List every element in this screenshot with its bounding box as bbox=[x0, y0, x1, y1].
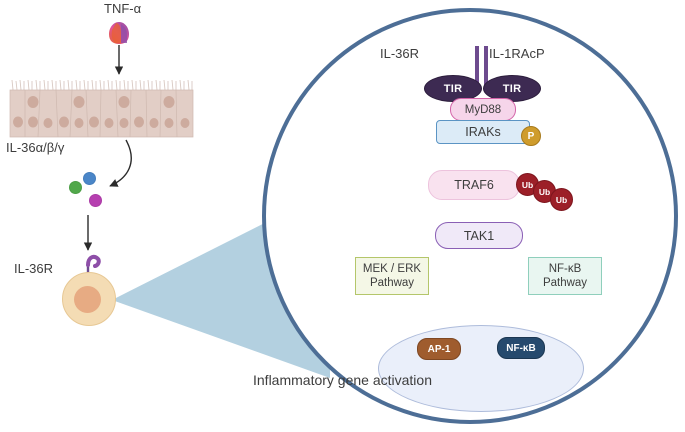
il-1racp-label: IL-1RAcP bbox=[489, 46, 545, 61]
tak1-node: TAK1 bbox=[435, 222, 523, 249]
il-36r-label: IL-36R bbox=[380, 46, 420, 61]
il-36-alpha-icon bbox=[83, 172, 96, 185]
receptor-stalk-right bbox=[484, 46, 488, 88]
target-cell-nucleus bbox=[74, 286, 101, 313]
ap-1-transcription-factor: AP-1 bbox=[417, 338, 461, 360]
mek-erk-pathway-box: MEK / ERK Pathway bbox=[355, 257, 429, 295]
phosphate-icon: P bbox=[521, 126, 541, 146]
nf-kb-line2: Pathway bbox=[542, 277, 588, 289]
ubiquitin-icon-3: Ub bbox=[550, 188, 573, 211]
mek-erk-line1: MEK / ERK bbox=[362, 262, 422, 275]
il-36-gamma-icon bbox=[89, 194, 102, 207]
il-36-cytokines-label: IL-36α/β/γ bbox=[6, 140, 65, 155]
inflammatory-gene-activation-caption: Inflammatory gene activation bbox=[253, 372, 432, 388]
left-column-arrows bbox=[83, 45, 132, 251]
cell-nucleus bbox=[378, 325, 584, 412]
il-36-beta-icon bbox=[69, 181, 82, 194]
nf-kb-line1: NF-κB bbox=[548, 262, 582, 275]
tir-domain-right: TIR bbox=[483, 75, 541, 102]
target-cell-receptor-label: IL-36R bbox=[14, 261, 54, 276]
nf-kb-transcription-factor: NF-κB bbox=[497, 337, 545, 359]
epithelium-layer bbox=[9, 79, 194, 138]
traf6-node: TRAF6 bbox=[428, 170, 520, 200]
tnf-alpha-icon bbox=[109, 22, 129, 44]
myd88-node: MyD88 bbox=[450, 98, 516, 121]
tir-domain-left: TIR bbox=[424, 75, 482, 102]
mek-erk-line2: Pathway bbox=[369, 277, 415, 289]
nf-kb-pathway-box: NF-κB Pathway bbox=[528, 257, 602, 295]
iraks-node: IRAKs bbox=[436, 120, 530, 144]
tnf-alpha-label: TNF-α bbox=[104, 1, 142, 16]
receptor-stalk-left bbox=[475, 46, 479, 88]
